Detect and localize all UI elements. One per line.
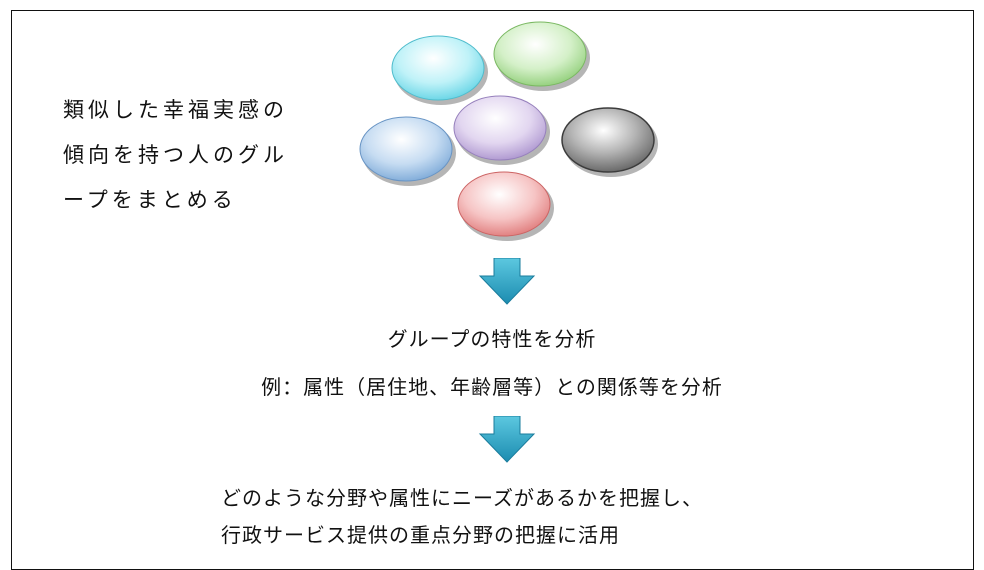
blue-oval xyxy=(359,116,453,182)
analysis-example: 例：属性（居住地、年齢層等）との関係等を分析 xyxy=(261,375,723,399)
green-oval xyxy=(493,21,587,87)
analysis-title: グループの特性を分析 xyxy=(387,327,597,351)
grouping-description-line-3: ープをまとめる xyxy=(63,188,237,212)
purple-oval xyxy=(453,95,547,161)
grouping-description-line-1: 類似した幸福実感の xyxy=(63,98,288,122)
outcome-line-2: 行政サービス提供の重点分野の把握に活用 xyxy=(221,523,620,547)
down-arrow-icon xyxy=(478,416,536,463)
gray-oval xyxy=(561,107,655,173)
cyan-oval xyxy=(391,35,485,101)
red-oval xyxy=(457,171,551,237)
group-ovals xyxy=(359,21,658,241)
grouping-description-line-2: 傾向を持つ人のグル xyxy=(63,143,288,167)
grouping-description: 類似した幸福実感の 傾向を持つ人のグル ープをまとめる xyxy=(63,88,323,223)
outcome-line-1: どのような分野や属性にニーズがあるかを把握し、 xyxy=(221,486,703,510)
down-arrow-icon xyxy=(478,258,536,305)
